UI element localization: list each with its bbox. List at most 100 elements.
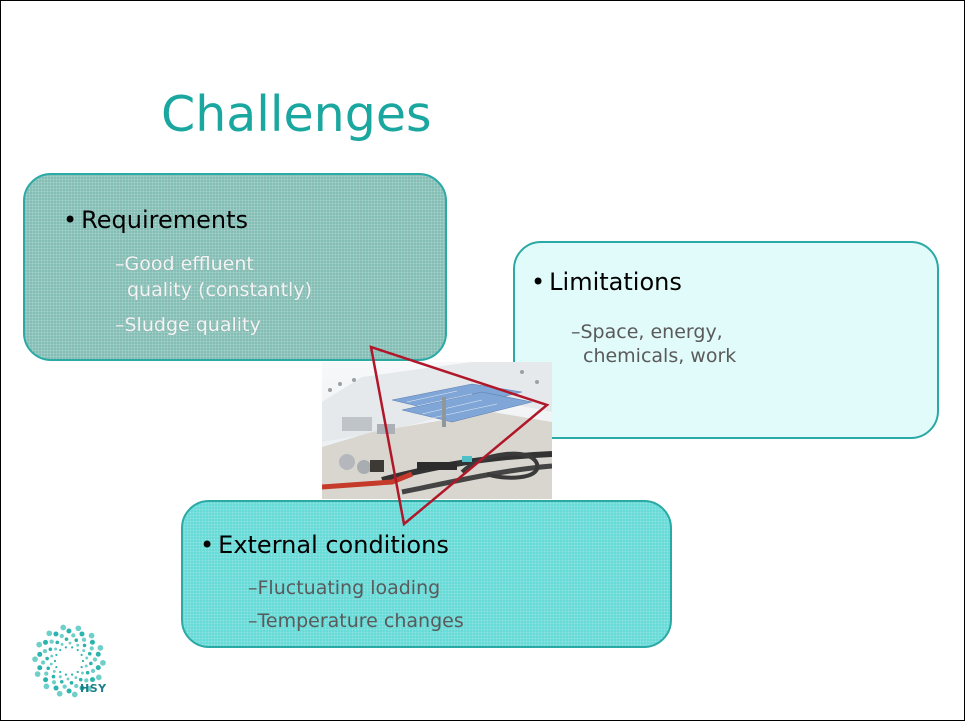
logo-dot [69,681,74,685]
logo-dot [59,633,64,639]
hsy-logo-icon [32,624,106,698]
logo-dot [32,656,38,663]
logo-dot [43,677,49,683]
logo-dot [59,679,64,684]
logo-dot [59,648,62,652]
logo-dot [80,665,83,669]
logo-dot [74,683,79,689]
bullet-icon: • [200,531,215,559]
logo-dot [51,680,57,685]
logo-dot [76,643,80,647]
logo-dot [85,670,90,675]
logo-dot [84,664,88,668]
logo-dot [87,651,92,656]
logo-dot [80,671,84,675]
hsy-logo-text: HSY [80,682,107,695]
logo-dot [60,642,64,646]
logo-dot [82,649,86,653]
dash-icon: – [115,253,125,275]
requirements-item-2: –Sludge quality [115,314,261,336]
logo-dot [79,685,85,691]
external-item-1-text: Fluctuating loading [257,577,441,599]
limitations-heading: •Limitations [531,268,682,296]
logo-dot [53,685,59,691]
dash-icon: – [115,314,125,336]
external-item-2-text: Temperature changes [257,610,464,632]
logo-dot [42,648,48,654]
logo-dot [84,678,89,683]
logo-dot [71,691,78,698]
logo-dot [64,637,69,641]
logo-dot [79,631,85,637]
logo-dot [85,656,89,660]
logo-dot [49,639,54,644]
slide-title: Challenges [161,86,432,143]
logo-dot [64,646,67,649]
logo-dot [66,688,72,694]
external-heading-text: External conditions [218,531,449,559]
logo-dot [37,665,43,671]
bullet-icon: • [531,268,546,296]
logo-dot [71,633,76,638]
logo-dot [71,646,74,649]
logo-dot [53,631,59,637]
logo-dot [66,628,72,634]
logo-dot [52,669,56,673]
logo-dot [92,657,98,662]
requirements-heading-text: Requirements [81,206,249,234]
limitations-item-1: –Space, energy, [571,321,723,343]
logo-dot [89,646,94,651]
logo-dot [68,641,72,645]
dash-icon: – [248,610,258,632]
logo-dot [46,666,51,671]
requirements-heading: •Requirements [63,206,248,234]
logo-dot [53,659,57,663]
logo-dot [89,639,95,645]
logo-dot [74,638,79,643]
logo-dot [55,640,60,645]
logo-dot [95,665,101,671]
logo-dot [85,685,92,692]
logo-dot [64,673,67,676]
logo-dot [51,674,56,679]
logo-dot [34,671,41,677]
logo-dot [81,637,87,642]
external-item-1: –Fluctuating loading [248,577,440,599]
logo-dot [95,674,102,681]
bullet-icon: • [63,206,78,234]
external-item-2: –Temperature changes [248,610,464,632]
logo-dot [89,677,95,683]
requirements-item-2-text: Sludge quality [124,314,261,336]
requirements-item-1-text: Good effluent [124,253,254,275]
requirements-item-1-cont: quality (constantly) [127,279,312,301]
logo-dot [44,671,49,676]
logo-dot [49,662,53,666]
logo-dot [43,683,50,690]
logo-dot [58,675,62,679]
dash-icon: – [571,321,581,343]
logo-dot [90,668,96,674]
logo-dot [78,677,83,682]
logo-dot [76,648,79,652]
dash-icon: – [248,577,258,599]
logo-dot [59,670,62,674]
logo-dot [54,647,58,651]
logo-dot [81,659,85,663]
limitations-box [513,241,939,439]
logo-dot [71,673,74,676]
logo-dot [48,647,53,652]
limitations-item-1-text: Space, energy, [580,321,723,343]
logo-dot [43,639,49,645]
logo-dot [95,651,101,657]
logo-dot [45,656,49,661]
logo-dot [74,676,78,680]
logo-dot [40,660,46,665]
limitations-heading-text: Limitations [549,268,682,296]
logo-dot [89,661,93,666]
logo-dot [62,684,67,689]
logo-dot [36,641,43,648]
logo-dot [82,643,87,648]
logo-dot [75,625,82,632]
logo-dot [100,659,106,666]
